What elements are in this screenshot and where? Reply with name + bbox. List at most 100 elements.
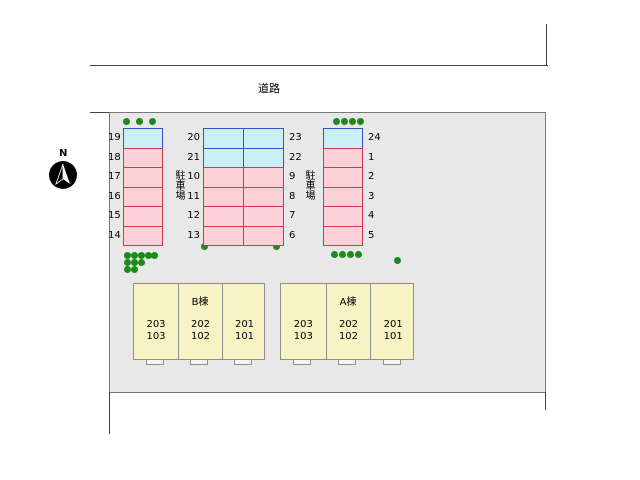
parking-number-11: 11 — [187, 190, 200, 202]
unit-upper-number: 202 — [338, 319, 359, 330]
parking-space-23 — [243, 128, 284, 149]
tree-icon — [333, 118, 340, 125]
parking-number-23: 23 — [289, 132, 302, 143]
parking-space-8 — [243, 186, 284, 207]
unit-lower-number: 103 — [293, 331, 313, 342]
tree-icon — [131, 252, 138, 259]
unit-upper-number: 203 — [146, 319, 166, 330]
parking-number-4: 4 — [368, 210, 375, 221]
parking-number-18: 18 — [108, 151, 121, 163]
parking-label-left-text: 駐車場 — [173, 170, 184, 200]
parking-number-9: 9 — [289, 171, 296, 182]
parking-space-9 — [243, 167, 284, 188]
tree-icon — [124, 259, 131, 266]
building-name: B棟 — [191, 297, 209, 308]
parking-space-2 — [323, 167, 363, 188]
parking-number-21: 21 — [187, 151, 200, 163]
tree-icon — [151, 252, 158, 259]
tree-icon — [138, 252, 145, 259]
parking-number-3: 3 — [368, 190, 375, 202]
parking-number-24: 24 — [368, 132, 381, 143]
tree-icon — [124, 266, 131, 273]
north-label: N — [59, 148, 68, 159]
parking-number-1: 1 — [368, 151, 375, 163]
parking-label-right: 駐車場 — [302, 170, 314, 200]
parking-number-7: 7 — [289, 210, 296, 221]
unit-upper-number: 201 — [383, 319, 403, 330]
parking-space-4 — [323, 206, 363, 227]
parking-space-10 — [203, 167, 244, 188]
building-name: A棟 — [339, 297, 357, 308]
north-arrow-icon — [49, 161, 77, 189]
tree-icon — [149, 118, 156, 125]
lot-left-extension — [109, 392, 110, 434]
unit-lower-number: 103 — [146, 331, 166, 342]
parking-space-6 — [243, 225, 284, 246]
parking-number-10: 10 — [187, 171, 200, 182]
entrance-step — [338, 359, 356, 365]
parking-space-12 — [203, 206, 244, 227]
parking-space-16 — [123, 186, 163, 207]
tree-icon — [347, 251, 354, 258]
parking-space-24 — [323, 128, 363, 149]
parking-space-3 — [323, 186, 363, 207]
entrance-step — [190, 359, 208, 365]
parking-space-20 — [203, 128, 244, 149]
tree-icon — [138, 259, 145, 266]
tree-icon — [357, 118, 364, 125]
tree-icon — [123, 118, 130, 125]
road-top-edge — [90, 65, 548, 66]
parking-number-14: 14 — [108, 229, 121, 241]
parking-number-13: 13 — [187, 229, 200, 241]
tree-icon — [201, 243, 208, 250]
entrance-step — [382, 359, 401, 365]
parking-label-right-text: 駐車場 — [303, 170, 314, 200]
tree-icon — [341, 118, 348, 125]
parking-number-12: 12 — [187, 210, 200, 221]
parking-space-11 — [203, 186, 244, 207]
parking-number-19: 19 — [108, 132, 121, 143]
unit-upper-number: 202 — [190, 319, 211, 330]
tree-icon — [331, 251, 338, 258]
entrance-step — [293, 359, 312, 365]
tree-icon — [136, 118, 143, 125]
parking-number-16: 16 — [108, 190, 121, 202]
road-bottom-edge — [90, 112, 110, 113]
entrance-step — [234, 359, 252, 365]
parking-space-17 — [123, 167, 163, 188]
parking-space-14 — [123, 225, 163, 246]
unit-lower-number: 102 — [338, 331, 359, 342]
entrance-step — [146, 359, 164, 365]
parking-number-17: 17 — [108, 171, 121, 182]
parking-label-left: 駐車場 — [172, 170, 184, 200]
tree-icon — [394, 257, 401, 264]
tree-icon — [339, 251, 346, 258]
tree-icon — [145, 252, 152, 259]
unit-lower-number: 102 — [190, 331, 211, 342]
tree-icon — [349, 118, 356, 125]
parking-number-22: 22 — [289, 151, 302, 163]
parking-number-15: 15 — [108, 210, 121, 221]
parking-number-8: 8 — [289, 190, 296, 202]
tree-icon — [124, 252, 131, 259]
tree-icon — [273, 243, 280, 250]
parking-space-19 — [123, 128, 163, 149]
unit-lower-number: 101 — [383, 331, 403, 342]
unit-upper-number: 201 — [234, 319, 255, 330]
parking-number-2: 2 — [368, 171, 375, 182]
tree-icon — [355, 251, 362, 258]
road-right-stub — [546, 24, 547, 66]
parking-space-5 — [323, 225, 363, 246]
unit-lower-number: 101 — [234, 331, 255, 342]
parking-number-20: 20 — [187, 132, 200, 143]
parking-number-5: 5 — [368, 229, 375, 241]
lot-right-tick — [545, 392, 546, 410]
tree-icon — [131, 266, 138, 273]
